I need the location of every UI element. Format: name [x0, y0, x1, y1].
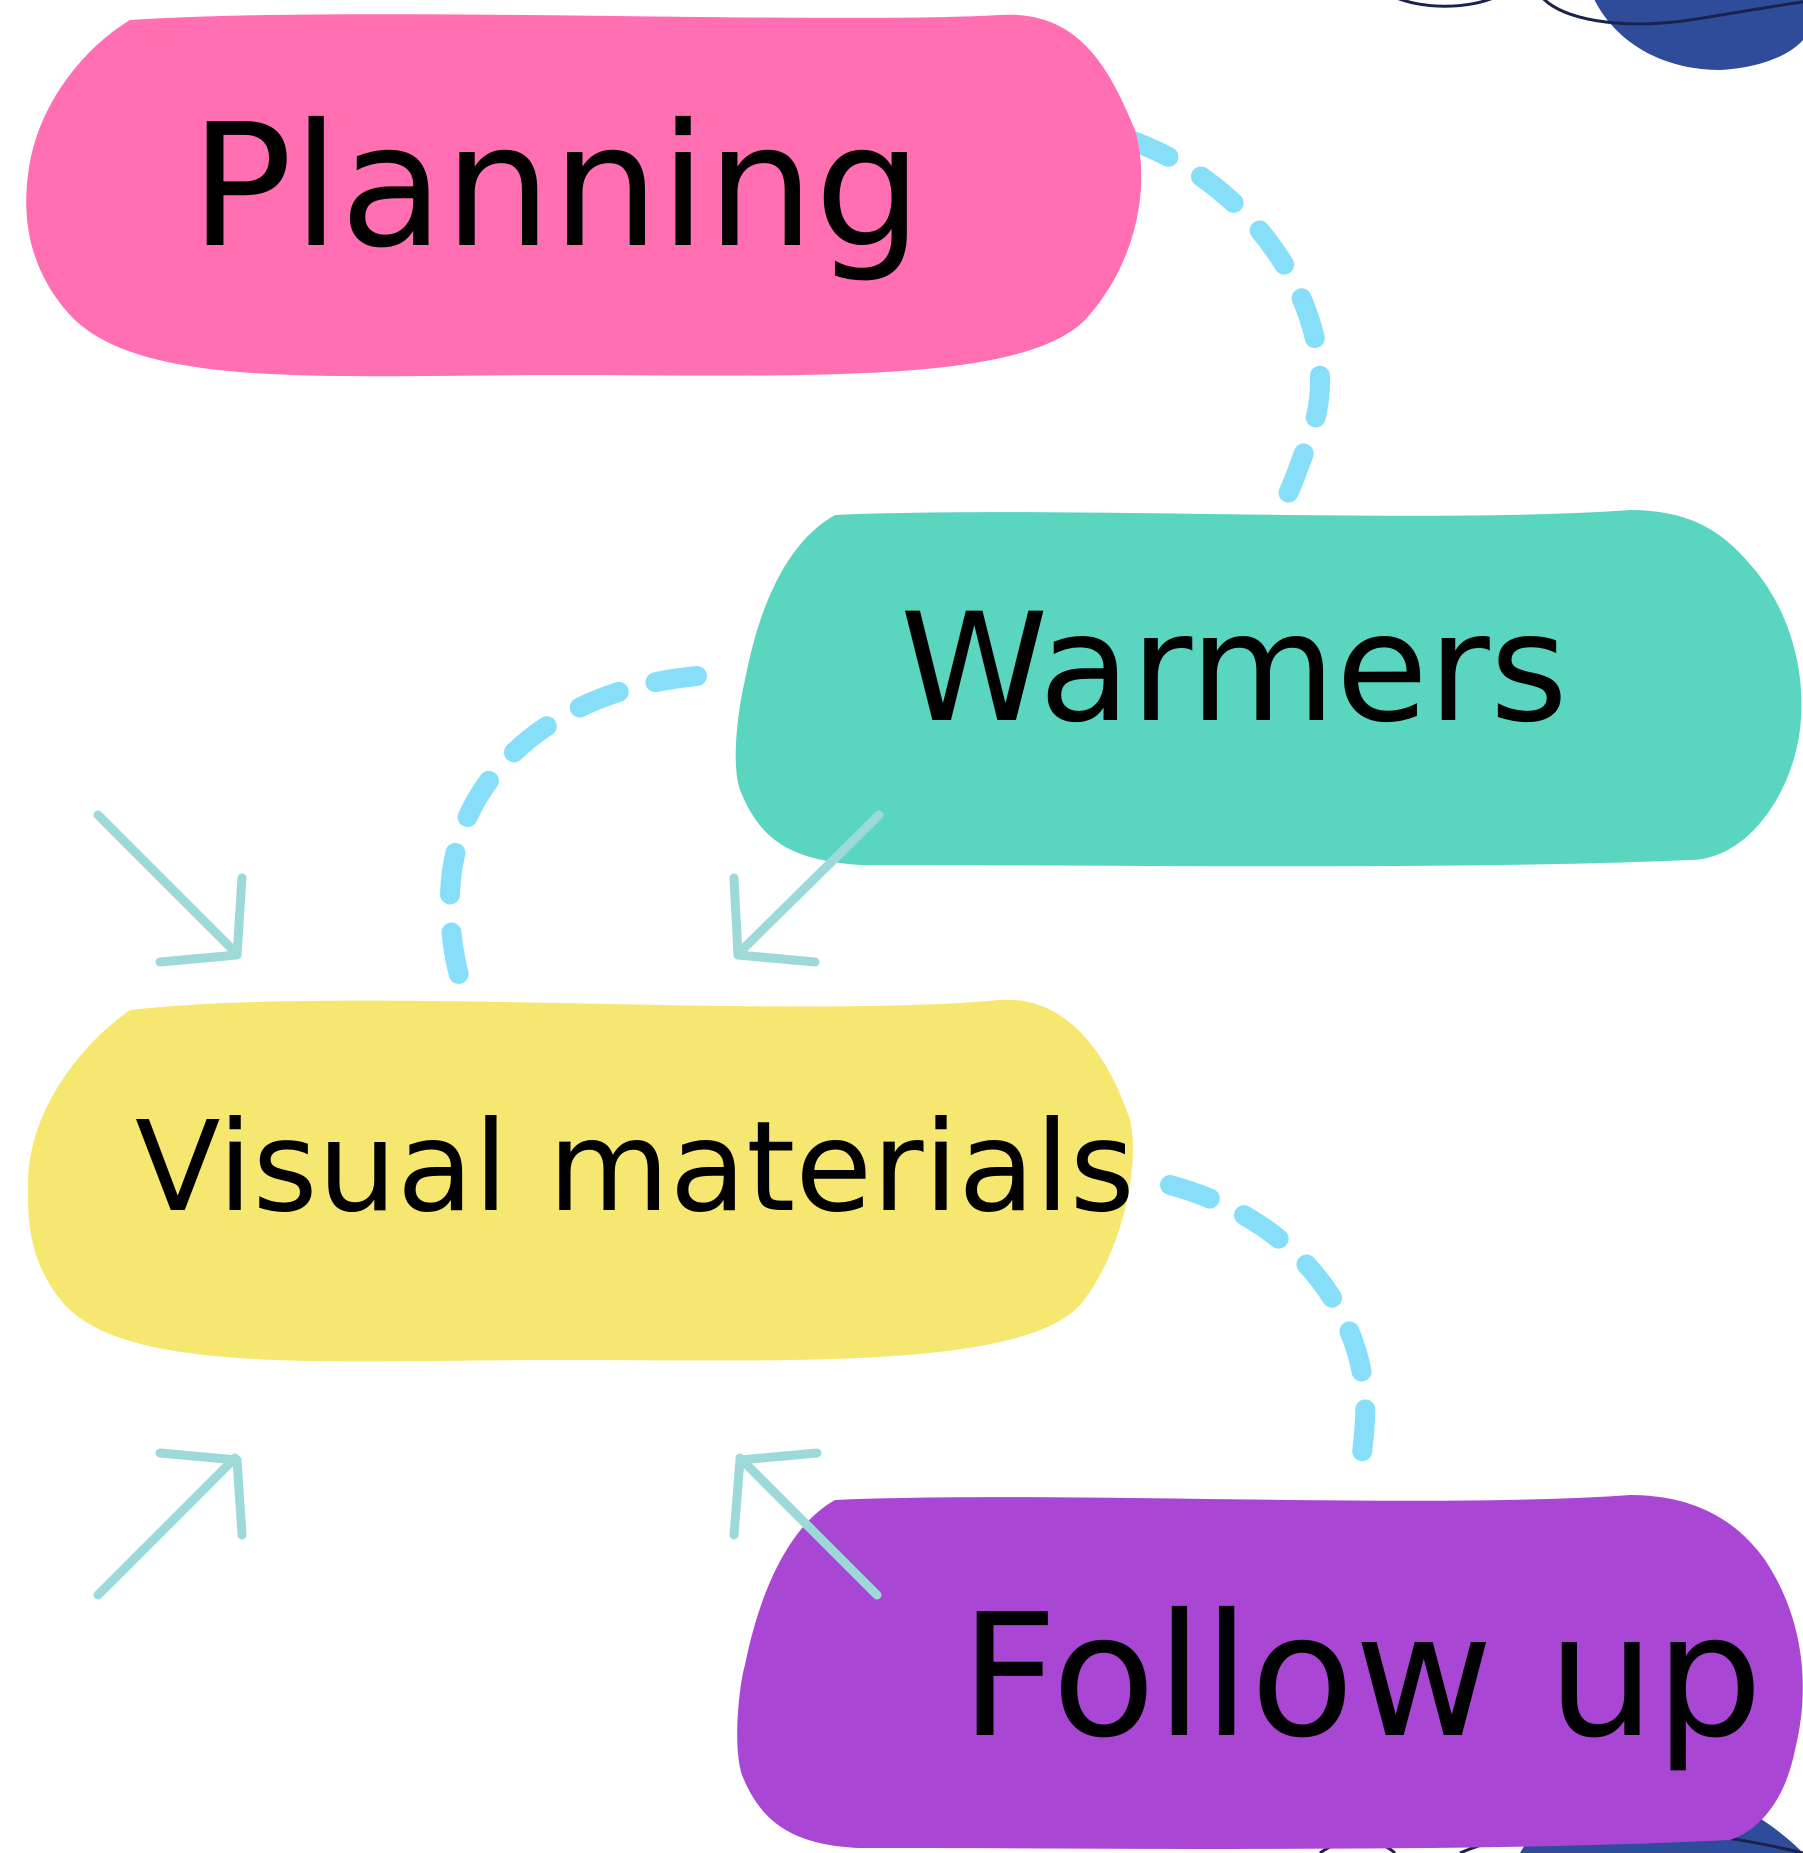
node-warmers: Warmers: [735, 510, 1802, 867]
arrow-top-left-head: [155, 873, 247, 967]
decor-outline-top-2: [1397, 0, 1493, 8]
follow-up-label: Follow up: [960, 1578, 1763, 1776]
decor-top-right: [1397, 0, 1803, 70]
arrow-top-left-shaft: [93, 810, 240, 957]
arrow-bottom-right-shaft: [735, 1453, 882, 1600]
decor-outline-top: [1542, 0, 1803, 26]
node-planning: Planning: [26, 14, 1142, 377]
visual-materials-label: Visual materials: [135, 1095, 1135, 1240]
dash-visual-to-followup: [1160, 1175, 1376, 1495]
planning-label: Planning: [190, 88, 922, 286]
arrow-bottom-left-shaft: [93, 1453, 240, 1600]
dash-planning-to-warmers: [1120, 130, 1330, 510]
node-visual-materials: Visual materials: [27, 999, 1135, 1362]
arrows-to-visual-materials: [93, 810, 884, 1600]
arrow-top-right: [729, 810, 884, 967]
dashed-connectors: [439, 130, 1376, 1495]
follow-up-blob: [737, 1495, 1803, 1849]
arrow-top-right-head: [729, 873, 820, 967]
arrow-top-right-shaft: [735, 810, 884, 957]
warmers-label: Warmers: [900, 582, 1568, 756]
arrow-bottom-left: [93, 1448, 247, 1600]
planning-blob: [26, 14, 1142, 377]
dash-warmers-to-visual: [439, 666, 707, 1015]
arrow-bottom-left-head: [155, 1448, 247, 1540]
warmers-blob: [735, 510, 1802, 867]
arrow-top-left: [93, 810, 247, 967]
decor-blob-top: [1594, 0, 1803, 70]
node-follow-up: Follow up: [737, 1495, 1803, 1849]
arrow-bottom-right-head: [729, 1448, 822, 1540]
arrow-bottom-right: [729, 1448, 882, 1600]
visual-materials-blob: [27, 999, 1133, 1362]
